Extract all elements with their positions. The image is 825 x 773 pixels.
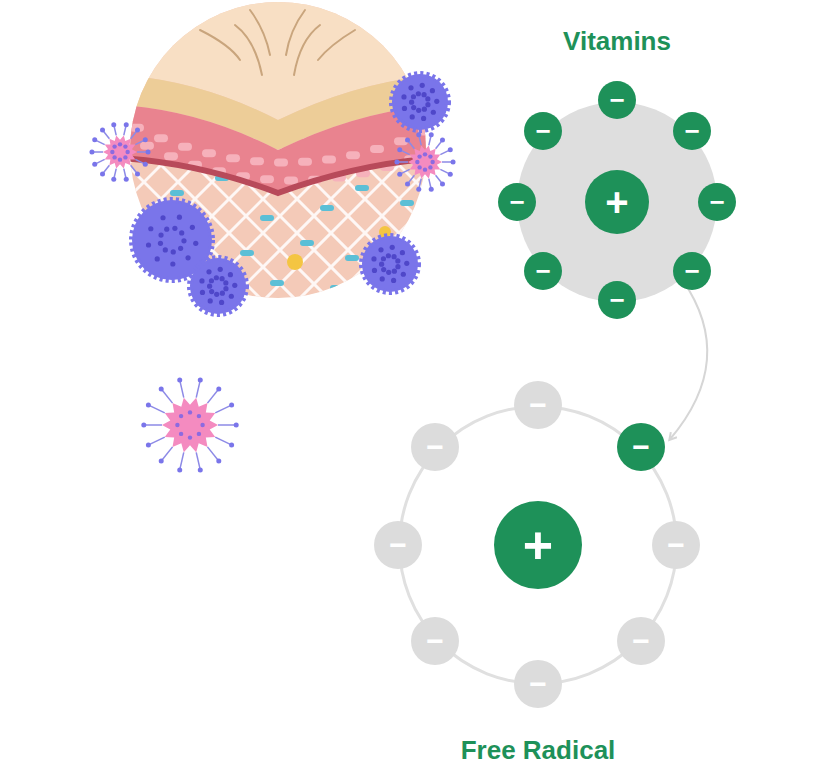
cell <box>250 157 264 165</box>
cell <box>164 152 178 160</box>
electron-circle: − <box>698 183 736 221</box>
charge-sign: − <box>389 530 407 560</box>
electron-circle: − <box>514 660 562 708</box>
tissue-line <box>0 130 136 310</box>
charge-sign: − <box>426 626 444 656</box>
blue-virus <box>190 258 246 314</box>
cell <box>178 143 192 151</box>
electron-circle: − <box>598 81 636 119</box>
blue-virus <box>392 74 448 130</box>
tissue-line <box>0 130 60 310</box>
cell <box>320 205 334 211</box>
charge-sign: − <box>609 287 624 313</box>
cell <box>170 190 184 196</box>
nucleus-circle: + <box>494 501 582 589</box>
cell <box>226 154 240 162</box>
cell <box>355 185 369 191</box>
cell <box>300 240 314 246</box>
cell <box>140 142 154 150</box>
cell <box>154 134 168 142</box>
charge-sign: − <box>684 258 699 284</box>
tissue-line <box>0 130 68 310</box>
cell <box>270 280 284 286</box>
electron-circle: − <box>411 617 459 665</box>
cell <box>400 200 414 206</box>
tissue-line <box>322 130 502 310</box>
atom-circle: Free Radical+−−−−−−−− <box>398 405 678 685</box>
charge-sign: − <box>529 390 547 420</box>
nucleus-circle: + <box>585 170 649 234</box>
charge-sign: − <box>632 626 650 656</box>
charge-sign: − <box>632 432 650 462</box>
cell <box>240 250 254 256</box>
electron-circle: − <box>598 281 636 319</box>
cell <box>284 176 298 184</box>
electron-circle: − <box>524 112 562 150</box>
pink-virus <box>89 122 150 182</box>
cell <box>346 151 360 159</box>
charge-sign: − <box>684 118 699 144</box>
atom-circle: Vitamins+−−−−−−−− <box>517 102 717 302</box>
cell <box>260 215 274 221</box>
cell <box>130 124 144 132</box>
cell <box>260 175 274 183</box>
pink-virus <box>141 377 238 472</box>
electron-circle: − <box>498 183 536 221</box>
tissue-line <box>0 130 34 310</box>
electron-circle: − <box>411 423 459 471</box>
charge-sign: − <box>426 432 444 462</box>
tissue-line <box>330 130 510 310</box>
atom-heading: Vitamins <box>563 26 671 57</box>
pink-virus <box>394 132 455 192</box>
tissue-line <box>0 130 94 310</box>
charge-sign: − <box>535 258 550 284</box>
charge-sign: + <box>605 182 628 222</box>
charge-sign: + <box>523 519 553 571</box>
electron-circle: − <box>374 521 422 569</box>
cell <box>298 158 312 166</box>
electron-circle: − <box>524 252 562 290</box>
charge-sign: − <box>667 530 685 560</box>
cell <box>330 285 344 291</box>
tissue-line <box>0 130 102 310</box>
electron-circle: − <box>514 381 562 429</box>
charge-sign: − <box>529 669 547 699</box>
charge-sign: − <box>709 189 724 215</box>
charge-sign: − <box>509 189 524 215</box>
skin-section <box>0 0 740 310</box>
electron-circle: − <box>652 521 700 569</box>
electron-circle: − <box>617 617 665 665</box>
cell <box>322 155 336 163</box>
charge-sign: − <box>609 87 624 113</box>
cell <box>202 149 216 157</box>
cell <box>274 158 288 166</box>
charge-sign: − <box>535 118 550 144</box>
transfer-arrow <box>670 280 707 439</box>
electron-circle: − <box>617 423 665 471</box>
cell <box>370 145 384 153</box>
atom-heading: Free Radical <box>461 735 616 766</box>
electron-circle: − <box>673 112 711 150</box>
blue-virus <box>362 236 418 292</box>
cell <box>345 255 359 261</box>
electron-circle: − <box>673 252 711 290</box>
